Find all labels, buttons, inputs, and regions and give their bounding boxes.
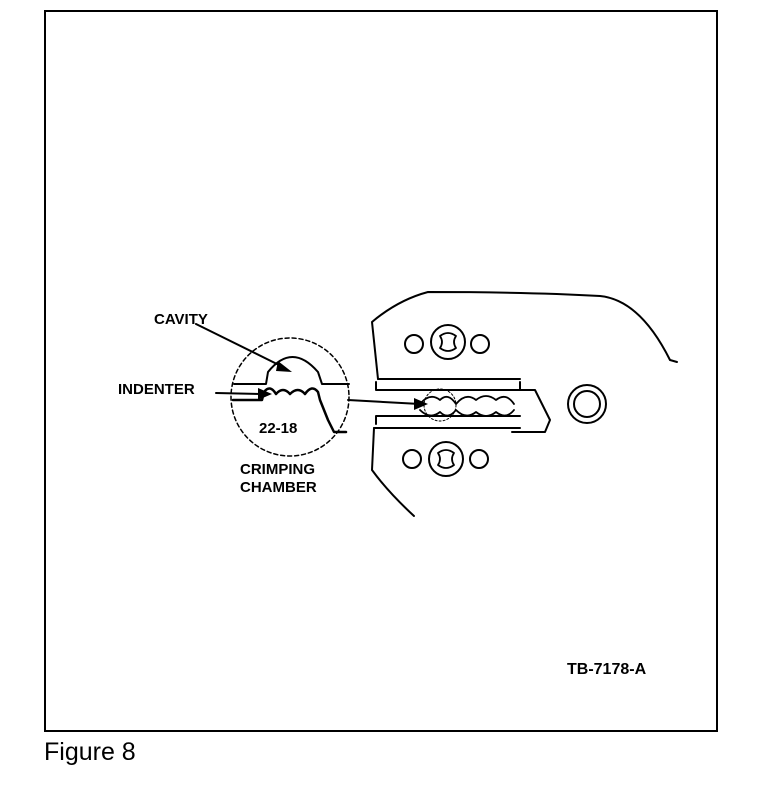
cavity-label: CAVITY: [154, 311, 208, 328]
crimping-label-line1: CRIMPING: [240, 461, 315, 478]
indenter-leader: [215, 392, 263, 395]
lower-left-pin: [402, 449, 422, 469]
pivot-inner: [573, 390, 601, 418]
indenter-arrowhead: [258, 388, 272, 400]
lower-screw-head: [437, 449, 455, 469]
lower-right-pin: [469, 449, 489, 469]
upper-jaw: [371, 291, 678, 380]
lower-jaw: [371, 427, 415, 517]
cavity-leader: [195, 323, 286, 369]
indenter-label: INDENTER: [118, 381, 195, 398]
die-cavities: [419, 395, 515, 405]
detail-to-tool-leader: [347, 399, 421, 405]
upper-screw: [430, 324, 466, 360]
figure-frame: [44, 10, 718, 732]
upper-screw-head: [439, 332, 457, 352]
indenter-shape: [231, 387, 348, 434]
cavity-shape: [233, 356, 350, 385]
size-range-label: 22-18: [259, 420, 298, 437]
crimping-chamber-detail: [230, 337, 350, 457]
upper-right-pin: [470, 334, 490, 354]
cavity-arrowhead: [276, 361, 292, 372]
die-block: [375, 381, 521, 391]
die-detail-circle: [423, 388, 457, 422]
crimping-label-line2: CHAMBER: [240, 479, 317, 496]
crimp-tool-head: [371, 291, 678, 517]
pivot-outer: [567, 384, 607, 424]
detail-circle: [230, 337, 350, 457]
die-jaw-tip: [511, 389, 551, 433]
lower-screw: [428, 441, 464, 477]
figure-caption: Figure 8: [44, 738, 136, 766]
drawing-code: TB-7178-A: [567, 661, 647, 678]
upper-left-pin: [404, 334, 424, 354]
